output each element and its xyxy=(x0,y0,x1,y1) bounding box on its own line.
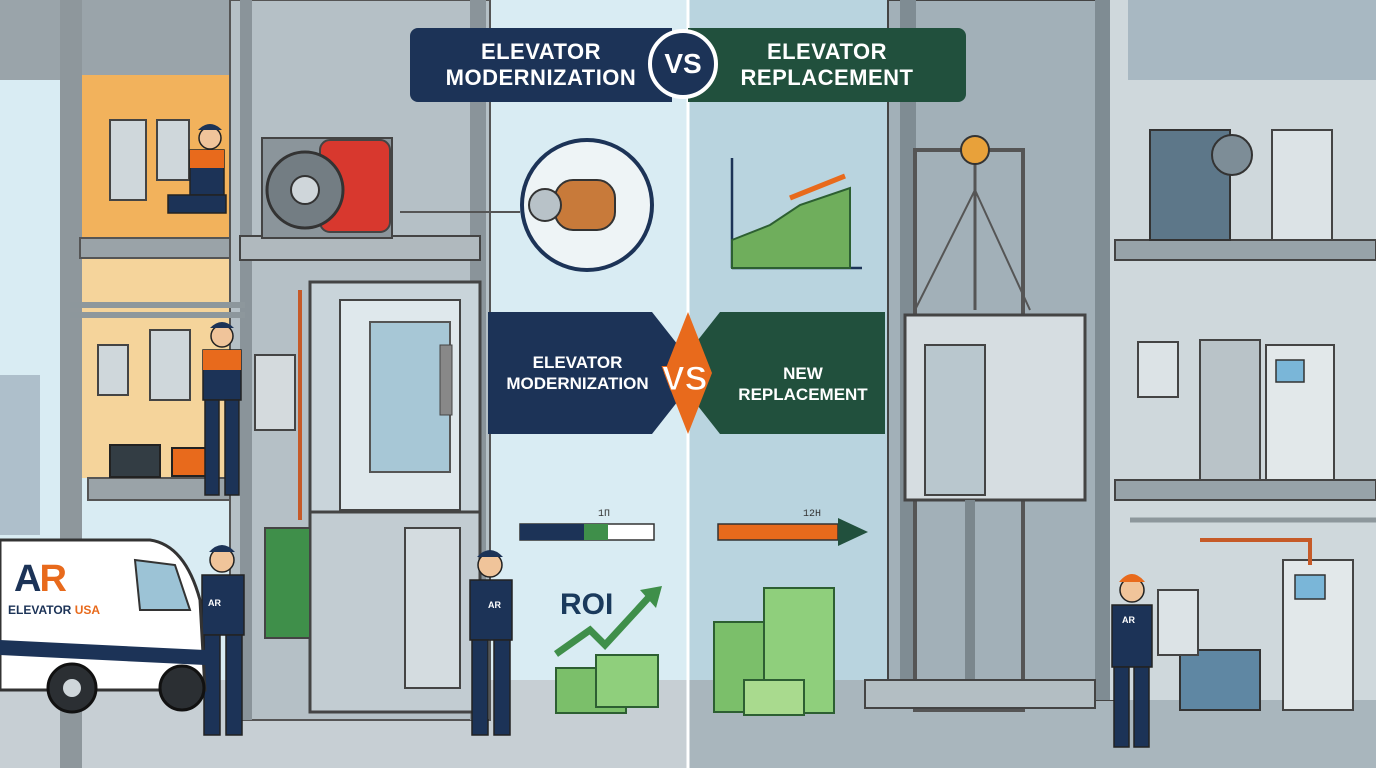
timeline-short xyxy=(519,523,655,541)
timeline-long-label: 12Н xyxy=(803,509,822,520)
service-van xyxy=(0,538,207,714)
title-replacement: ELEVATOR REPLACEMENT xyxy=(688,28,966,102)
roi-label: ROI xyxy=(560,588,614,621)
van-logo-sub-accent: USA xyxy=(74,603,101,617)
van-logo-sub-main: ELEVATOR xyxy=(8,603,75,617)
growth-chart-icon xyxy=(730,158,862,270)
uniform-badge-1: AR xyxy=(208,598,221,608)
arrow-vs: VS xyxy=(661,360,708,399)
right-building xyxy=(864,0,1376,712)
money-stack-left xyxy=(555,654,659,714)
technician-top xyxy=(167,124,227,214)
title-right-line1: ELEVATOR xyxy=(766,39,888,64)
technician-bottom-right xyxy=(469,550,513,736)
technician-bottom-left xyxy=(201,545,245,736)
van-logo-a: A xyxy=(14,558,41,600)
timeline-long xyxy=(717,518,868,546)
arrow-left-line1: ELEVATOR xyxy=(532,353,623,372)
technician-right xyxy=(1111,574,1153,748)
van-logo-subtitle: ELEVATOR USA xyxy=(8,603,100,617)
van-logo-r: R xyxy=(39,558,66,600)
uniform-badge-3: AR xyxy=(1122,615,1135,625)
motor-zoom-circle xyxy=(400,138,654,272)
arrow-left-line2: MODERNIZATION xyxy=(506,374,649,393)
uniform-badge-2: AR xyxy=(488,600,501,610)
technician-mid xyxy=(202,322,242,496)
money-stack-right xyxy=(713,587,835,716)
arrow-right-line2: REPLACEMENT xyxy=(738,385,868,404)
roi-arrow-icon xyxy=(553,586,662,657)
replacement-arrow xyxy=(672,312,885,434)
title-left-line1: ELEVATOR xyxy=(480,39,602,64)
title-right-line2: REPLACEMENT xyxy=(740,65,914,90)
arrow-right-label: NEW REPLACEMENT xyxy=(728,363,878,405)
modernization-arrow xyxy=(488,312,700,434)
title-modernization: ELEVATOR MODERNIZATION xyxy=(410,28,672,102)
vs-badge: VS xyxy=(648,29,718,99)
timeline-short-label: 1П xyxy=(598,509,611,520)
van-logo: AR xyxy=(14,558,67,601)
arrow-left-label: ELEVATOR MODERNIZATION xyxy=(490,352,665,394)
title-left-line2: MODERNIZATION xyxy=(445,65,637,90)
arrow-right-line1: NEW xyxy=(783,364,823,383)
